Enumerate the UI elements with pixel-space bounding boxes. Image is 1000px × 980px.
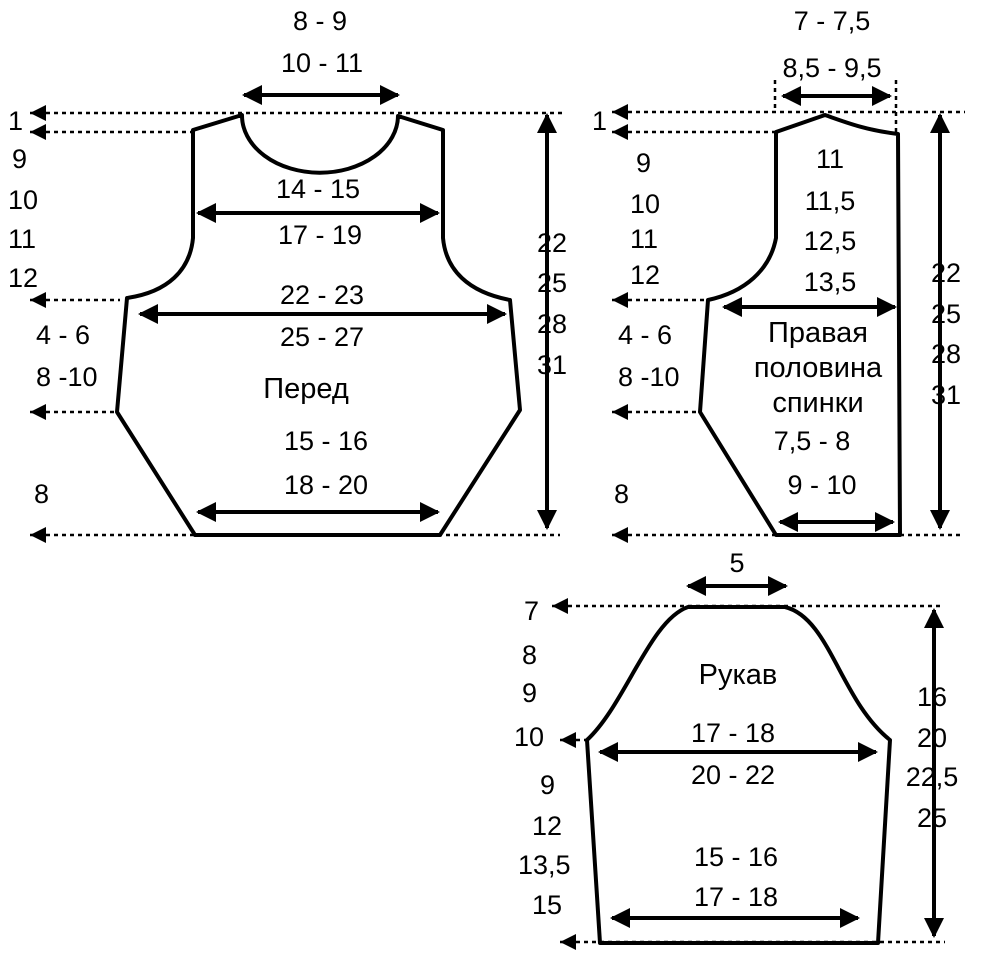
sleeve-cuff-bottom: 17 - 18 <box>694 882 778 912</box>
back-height-1: 25 <box>931 299 961 329</box>
back-left-1: 1 <box>592 106 607 136</box>
back-guide-arrowhead-3 <box>612 292 628 308</box>
front-title: Перед <box>263 373 349 405</box>
front-left-2-0: 9 <box>12 144 27 174</box>
front-chest-bottom: 17 - 19 <box>278 220 362 250</box>
sleeve-cuff-top: 15 - 16 <box>694 842 778 872</box>
front-width-top: 22 - 23 <box>280 280 364 310</box>
back-guide-arrowhead-4 <box>612 404 628 420</box>
sleeve-left-2-2: 13,5 <box>518 850 571 880</box>
sleeve-left-1-0: 7 <box>524 596 539 626</box>
front-guide-arrowhead-4 <box>30 404 46 420</box>
back-title-1: половина <box>754 352 883 384</box>
sleeve-title: Рукав <box>699 659 778 691</box>
back-left-3-1: 8 -10 <box>618 362 680 392</box>
back-title-0: Правая <box>768 317 868 349</box>
front-guide-arrowhead-2 <box>30 124 46 140</box>
back-hem-top: 7,5 - 8 <box>774 426 851 456</box>
sleeve-left-2-0: 9 <box>540 770 555 800</box>
back-left-4: 8 <box>614 479 629 509</box>
sleeve-height-1: 20 <box>917 723 947 753</box>
sleeve-outline <box>585 605 892 945</box>
front-chest-top: 14 - 15 <box>276 174 360 204</box>
front-left-2-2: 11 <box>8 224 36 254</box>
front-piece: 8 - 9 10 - 11 14 - 15 17 - 19 22 - 23 25… <box>8 6 567 543</box>
sleeve-left-2-3: 15 <box>532 890 562 920</box>
sleeve-height-3: 25 <box>917 803 947 833</box>
back-hem-bottom: 9 - 10 <box>787 470 856 500</box>
front-height-0: 22 <box>537 228 567 258</box>
back-height-0: 22 <box>931 258 961 288</box>
front-height-3: 31 <box>537 350 567 380</box>
back-title-2: спинки <box>772 387 863 419</box>
front-left-3-0: 4 - 6 <box>36 320 90 350</box>
sleeve-height-0: 16 <box>917 682 947 712</box>
front-guide-arrowhead-1 <box>30 105 46 121</box>
back-inner-0: 11 <box>816 144 844 174</box>
front-height-2: 28 <box>537 309 567 339</box>
front-guide-arrowhead-5 <box>30 527 46 543</box>
sleeve-guide-arrowhead-2 <box>560 732 576 748</box>
back-guide-arrowhead-1 <box>612 104 628 120</box>
back-guide-arrowhead-5 <box>612 527 628 543</box>
back-outline <box>698 113 902 537</box>
front-outline <box>115 113 522 537</box>
sleeve-left-2-1: 12 <box>532 811 562 841</box>
back-height-3: 31 <box>931 380 961 410</box>
front-hem-top: 15 - 16 <box>284 426 368 456</box>
sleeve-left-1-2: 9 <box>522 678 537 708</box>
back-left-2-2: 11 <box>630 224 658 254</box>
front-width-bottom: 25 - 27 <box>280 322 364 352</box>
back-height-2: 28 <box>931 339 961 369</box>
front-neck-bottom: 10 - 11 <box>281 48 363 78</box>
sleeve-width-top: 17 - 18 <box>691 718 775 748</box>
front-left-3-1: 8 -10 <box>36 362 98 392</box>
back-inner-3: 13,5 <box>804 267 857 297</box>
front-hem-bottom: 18 - 20 <box>284 470 368 500</box>
back-left-2-0: 9 <box>636 148 651 178</box>
sleeve-guide-arrowhead-3 <box>560 934 576 950</box>
back-left-2-3: 12 <box>630 260 660 290</box>
back-guide-arrowhead-2 <box>612 124 628 140</box>
front-left-4: 8 <box>34 479 49 509</box>
sleeve-piece: 5 Рукав 17 - 18 20 - 22 15 - 16 17 - 18 … <box>514 548 958 950</box>
front-neck-top: 8 - 9 <box>293 6 347 36</box>
back-neck-bottom: 8,5 - 9,5 <box>782 53 881 83</box>
sleeve-height-2: 22,5 <box>906 762 959 792</box>
front-left-1: 1 <box>8 106 23 136</box>
sleeve-cap-top: 5 <box>729 548 744 578</box>
sleeve-left-1-1: 8 <box>522 640 537 670</box>
back-inner-1: 11,5 <box>805 186 856 216</box>
back-left-3-0: 4 - 6 <box>618 320 672 350</box>
front-guide-arrowhead-3 <box>30 292 46 308</box>
back-inner-2: 12,5 <box>804 226 857 256</box>
front-left-2-1: 10 <box>8 185 38 215</box>
back-piece: 7 - 7,5 8,5 - 9,5 11 11,5 12,5 13,5 Прав… <box>592 6 965 543</box>
back-neck-top: 7 - 7,5 <box>794 6 871 36</box>
back-left-2-1: 10 <box>630 189 660 219</box>
sleeve-guide-arrowhead-1 <box>552 598 568 614</box>
sleeve-width-bottom: 20 - 22 <box>691 760 775 790</box>
sleeve-left-1-3: 10 <box>514 722 544 752</box>
front-height-1: 25 <box>537 268 567 298</box>
front-left-2-3: 12 <box>8 263 38 293</box>
